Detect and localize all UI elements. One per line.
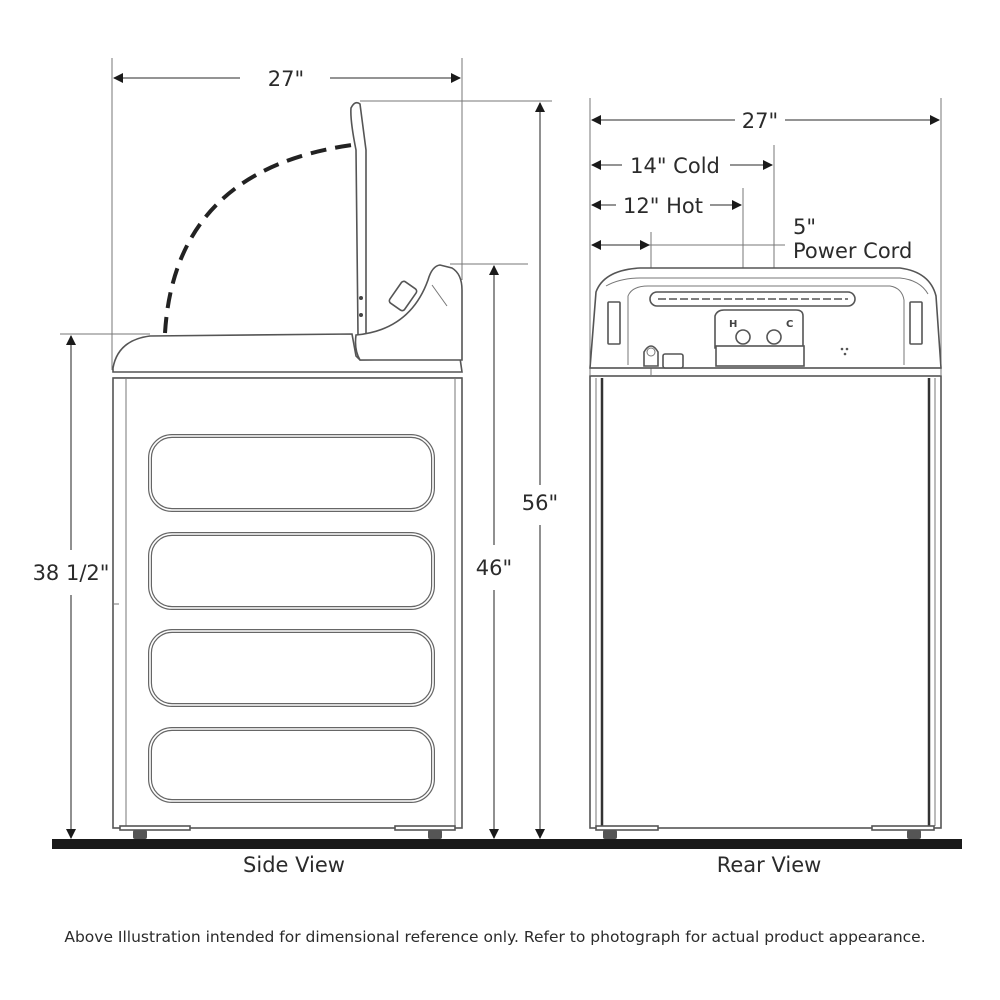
side-cabinet [112, 377, 463, 829]
hot-inlet [735, 329, 751, 345]
rear-view-drawing: H C [589, 98, 942, 839]
rear-width-label: 27" [742, 109, 778, 133]
open-lid-height-label: 56" [522, 491, 558, 515]
rear-cabinet [589, 375, 942, 829]
cold-inlet-label: 14" Cold [630, 154, 720, 178]
hot-marker: H [729, 319, 737, 330]
cold-inlet [766, 329, 782, 345]
side-view-drawing [60, 58, 552, 839]
control-console [354, 264, 463, 361]
lid-swing-arc [163, 143, 353, 334]
cold-marker: C [786, 319, 793, 330]
power-cord-label: Power Cord [793, 239, 912, 263]
side-panels [148, 434, 435, 803]
hot-inlet-label: 12" Hot [623, 194, 703, 218]
power-cord-value: 5" [793, 215, 816, 239]
lid-height-label: 38 1/2" [33, 561, 110, 585]
rear-view-caption: Rear View [717, 853, 822, 877]
control-height-label: 46" [476, 556, 512, 580]
side-width-label: 27" [268, 67, 304, 91]
open-lid [350, 101, 367, 336]
disclaimer-note: Above Illustration intended for dimensio… [64, 928, 925, 946]
floor-line [52, 839, 962, 849]
side-view-caption: Side View [243, 853, 345, 877]
